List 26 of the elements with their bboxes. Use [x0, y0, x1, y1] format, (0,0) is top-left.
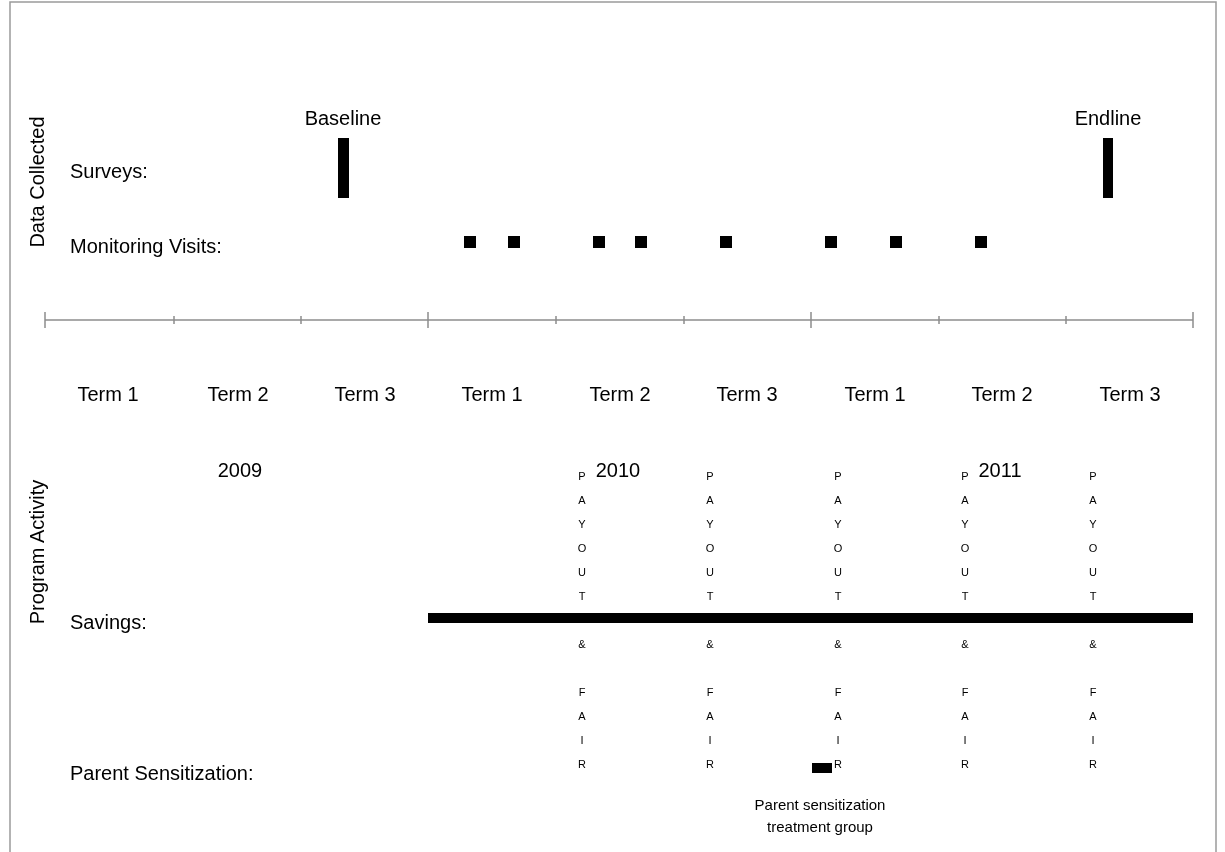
payout-fair-label: PAYOUT & FAIR [1087, 470, 1098, 782]
row-label: Surveys: [70, 161, 148, 181]
event-label: Endline [1074, 108, 1142, 128]
payout-fair-label: PAYOUT & FAIR [959, 470, 970, 782]
event-label: Baseline [304, 108, 382, 128]
term-label: Term 3 [1099, 384, 1161, 404]
term-label: Term 2 [207, 384, 269, 404]
payout-fair-label: PAYOUT & FAIR [704, 470, 715, 782]
note-text: Parent sensitization treatment group [753, 795, 887, 837]
term-label: Term 3 [334, 384, 396, 404]
payout-fair-label: PAYOUT & FAIR [832, 470, 843, 782]
term-label: Term 1 [844, 384, 906, 404]
year-label: 2010 [595, 460, 641, 480]
term-label: Term 2 [971, 384, 1033, 404]
section-label: Data Collected [27, 116, 47, 248]
row-label: Monitoring Visits: [70, 236, 222, 256]
year-label: 2009 [217, 460, 263, 480]
term-label: Term 3 [716, 384, 778, 404]
term-label: Term 2 [589, 384, 651, 404]
year-label: 2011 [978, 460, 1022, 480]
payout-fair-label: PAYOUT & FAIR [576, 470, 587, 782]
term-label: Term 1 [461, 384, 523, 404]
row-label: Parent Sensitization: [70, 763, 254, 783]
section-label: Program Activity [27, 479, 47, 625]
row-label: Savings: [70, 612, 147, 632]
term-label: Term 1 [77, 384, 139, 404]
